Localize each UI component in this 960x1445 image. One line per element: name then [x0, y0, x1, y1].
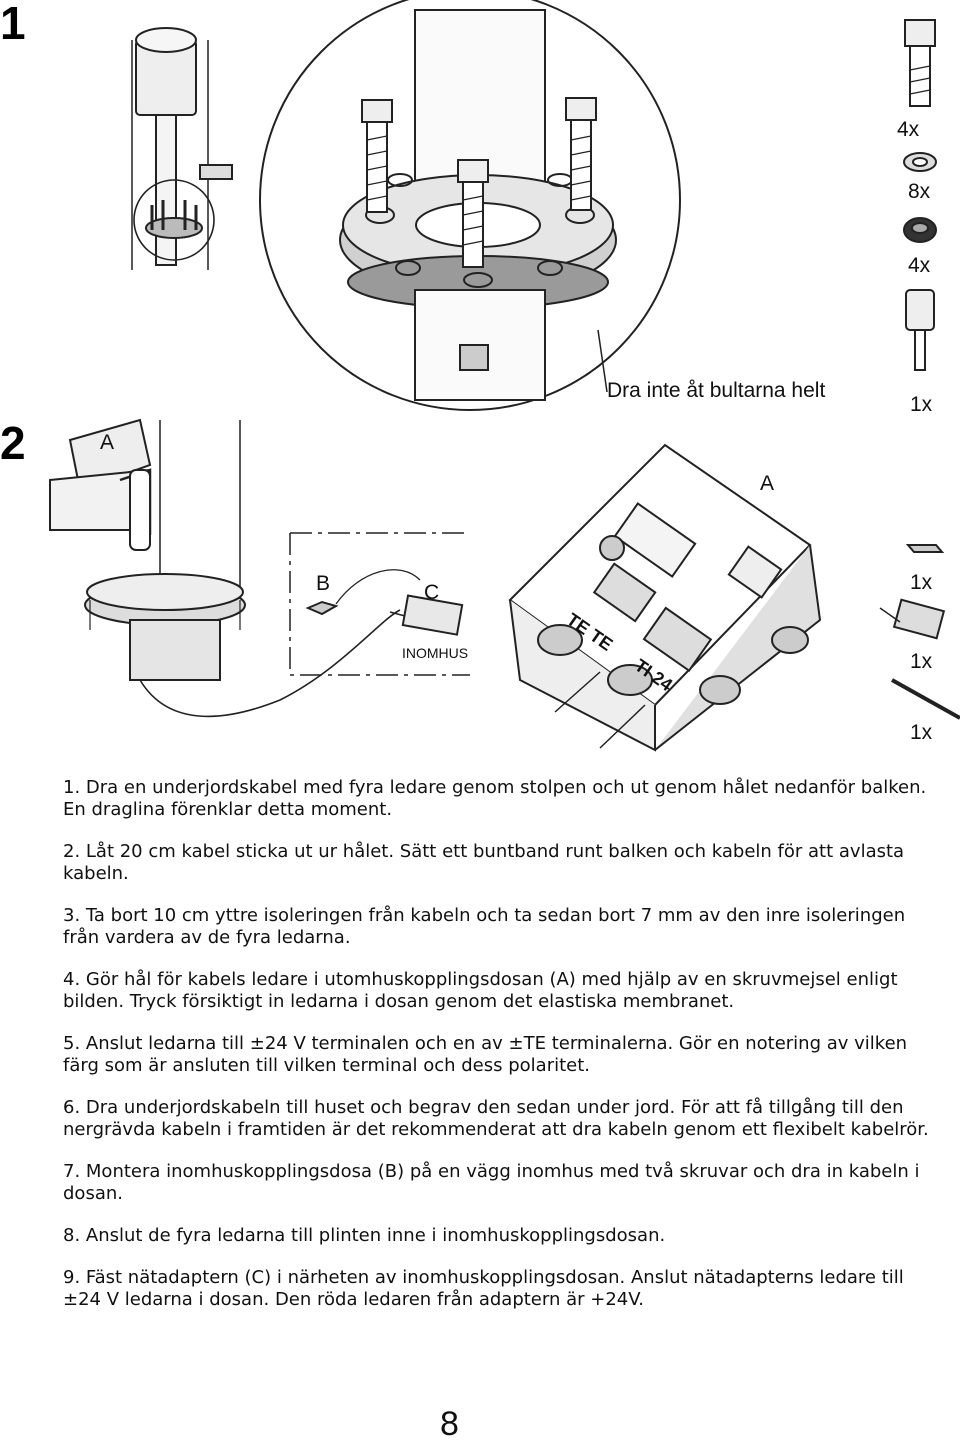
adapter-label: C: [424, 581, 440, 604]
instruction-step-3: 3. Ta bort 10 cm yttre isoleringen från …: [63, 905, 906, 948]
pole-with-box-illustration: [49, 418, 401, 718]
overview-pole-illustration: [131, 27, 233, 270]
instruction-list: 1. Dra en underjordskabel med fyra ledar…: [63, 777, 933, 1331]
junction-box-label-top: A: [760, 472, 775, 495]
indoor-area-illustration: [289, 532, 470, 676]
magnified-flange-illustration: [259, 0, 681, 411]
qty-adapter: 1x: [910, 650, 933, 673]
qty-washers: 8x: [908, 180, 931, 203]
instruction-step-7: 7. Montera inomhuskopplingsdosa (B) på e…: [63, 1161, 920, 1204]
assembly-drawing: [49, 0, 960, 752]
bolt-center: [457, 159, 489, 268]
step-number-2: 2: [0, 417, 26, 469]
instruction-step-9: 9. Fäst nätadaptern (C) i närheten av in…: [63, 1267, 904, 1310]
qty-indoor-box: 1x: [910, 571, 933, 594]
instruction-step-2: 2. Låt 20 cm kabel sticka ut ur hålet. S…: [63, 841, 905, 884]
qty-cable-tie: 1x: [910, 721, 933, 744]
indoor-label: INOMHUS: [402, 645, 469, 661]
qty-bolts: 4x: [897, 118, 920, 141]
instruction-step-1: 1. Dra en underjordskabel med fyra ledar…: [63, 777, 927, 820]
bolt-left: [361, 99, 393, 213]
parts-list: [879, 19, 960, 720]
qty-sensor: 1x: [910, 393, 933, 416]
instruction-step-8: 8. Anslut de fyra ledarna till plinten i…: [63, 1225, 666, 1246]
warning-label: Dra inte åt bultarna helt: [607, 379, 826, 402]
instruction-step-5: 5. Anslut ledarna till ±24 V terminalen …: [63, 1033, 908, 1076]
bolt-right: [565, 97, 597, 211]
step-number-1: 1: [0, 0, 26, 49]
page-number: 8: [440, 1405, 459, 1443]
indoor-box-label: B: [316, 572, 331, 595]
instruction-step-4: 4. Gör hål för kabels ledare i utomhusko…: [63, 969, 898, 1012]
junction-box-label-left: A: [100, 431, 115, 454]
assembly-figure: 1 2 Dra inte åt bultarna helt A A B C IN…: [0, 0, 960, 752]
qty-nuts: 4x: [908, 254, 931, 277]
junction-box-illustration: [508, 443, 822, 752]
instruction-step-6: 6. Dra underjordskabeln till huset och b…: [63, 1097, 929, 1140]
